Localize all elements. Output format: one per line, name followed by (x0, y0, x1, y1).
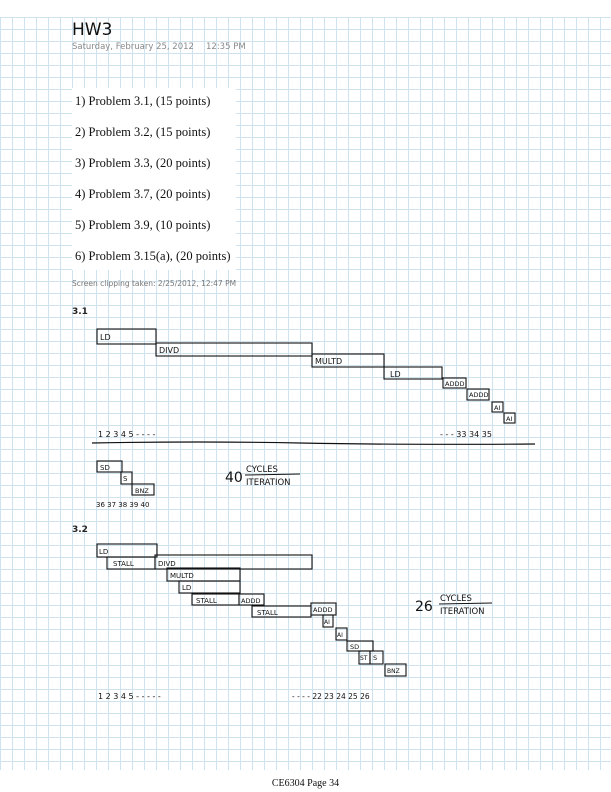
svg-text:AI: AI (506, 415, 512, 423)
svg-text:STALL: STALL (196, 597, 217, 605)
svg-text:ADDD: ADDD (241, 597, 260, 605)
svg-text:SD: SD (100, 464, 110, 472)
stage-box: LD (96, 543, 158, 558)
problem-item: 4) Problem 3.7, (20 points) (75, 187, 211, 201)
svg-text:AI: AI (324, 619, 330, 626)
cycle-axis-left: 1 2 3 4 5 - - - - - (98, 692, 161, 701)
cycles-label: CYCLES (246, 465, 278, 475)
cycles-count: 40 (225, 470, 243, 486)
stage-box: AI (335, 627, 348, 641)
problem-item: 1) Problem 3.1, (15 points) (75, 94, 211, 108)
stage-box: SD (96, 460, 123, 473)
cycle-axis-2: 36 37 38 39 40 (96, 501, 149, 509)
stage-box: AI (503, 412, 516, 424)
svg-text:DIVD: DIVD (159, 346, 179, 355)
diagram-3-1: LD DIVD MULTD LD ADDD ADDD AI AI 1 2 3 4… (91, 328, 536, 509)
svg-text:MULTD: MULTD (170, 572, 194, 580)
svg-text:DIVD: DIVD (158, 560, 176, 568)
stage-box: STALL (106, 556, 156, 570)
page-footer: CE6304 Page 34 (271, 778, 340, 789)
svg-text:AI: AI (494, 404, 500, 412)
svg-text:LD: LD (390, 370, 401, 379)
stage-box: ADDD (466, 388, 490, 401)
problem-item: 2) Problem 3.2, (15 points) (75, 125, 211, 139)
svg-text:ADDD: ADDD (469, 391, 488, 399)
svg-text:ST: ST (360, 655, 368, 662)
stage-box: BNZ (131, 483, 155, 496)
problem-item: 3) Problem 3.3, (20 points) (75, 156, 211, 170)
problem-item: 5) Problem 3.9, (10 points) (75, 218, 211, 232)
page-time: 12:35 PM (206, 42, 246, 52)
svg-text:SD: SD (350, 643, 359, 651)
stage-box: DIVD (154, 554, 313, 570)
page-title: HW3 (72, 20, 113, 40)
stage-box: S (120, 471, 133, 485)
stage-box: ST (358, 650, 371, 665)
section-heading-3-1: 3.1 (72, 307, 88, 317)
iteration-label: ITERATION (246, 478, 291, 488)
svg-text:ADDD: ADDD (445, 380, 464, 388)
svg-text:AI: AI (337, 632, 343, 639)
screen-clipping: 1) Problem 3.1, (15 points) 2) Problem 3… (72, 88, 236, 270)
cycle-axis-left: 1 2 3 4 5 - - - - (98, 430, 155, 439)
page-date: Saturday, February 25, 2012 (72, 42, 194, 52)
cycle-axis-right: - - - 33 34 35 (440, 430, 492, 439)
svg-text:BNZ: BNZ (387, 668, 400, 675)
section-heading-3-2: 3.2 (72, 525, 88, 535)
svg-text:BNZ: BNZ (135, 487, 149, 495)
svg-text:MULTD: MULTD (315, 357, 342, 366)
stage-box: DIVD (155, 342, 313, 357)
stage-box: SD (346, 640, 374, 652)
stage-box: MULTD (311, 353, 385, 368)
iteration-label: ITERATION (440, 607, 485, 617)
stage-box: ADDD (442, 377, 467, 389)
clipping-caption: Screen clipping taken: 2/25/2012, 12:47 … (72, 279, 237, 288)
svg-text:LD: LD (99, 548, 108, 556)
svg-text:ADDD: ADDD (313, 606, 332, 614)
svg-text:LD: LD (182, 584, 191, 592)
stage-box: AI (491, 401, 504, 413)
stage-box: S (369, 650, 384, 665)
stage-box: LD (178, 580, 241, 594)
cycles-count: 26 (415, 599, 433, 615)
svg-text:S: S (123, 475, 128, 483)
stage-box: AI (322, 614, 334, 628)
stage-box: LD (383, 366, 443, 380)
svg-text:S: S (373, 654, 377, 662)
stage-box: STALL (251, 605, 312, 618)
stage-box: ADDD (238, 593, 265, 606)
problem-item: 6) Problem 3.15(a), (20 points) (75, 249, 231, 263)
cycle-axis-right: - - - - 22 23 24 25 26 (292, 692, 370, 701)
stage-box: MULTD (166, 567, 241, 582)
svg-text:STALL: STALL (113, 560, 134, 568)
svg-text:STALL: STALL (257, 609, 278, 617)
cycles-label: CYCLES (440, 594, 472, 604)
divider-line (91, 441, 536, 445)
stage-box: STALL (191, 593, 240, 606)
svg-text:LD: LD (100, 333, 111, 342)
diagram-3-2: LD STALL DIVD MULTD LD STALL ADDD STALL … (96, 543, 493, 701)
stage-box: BNZ (384, 663, 407, 677)
stage-box: ADDD (310, 602, 337, 616)
stage-box: LD (96, 328, 157, 345)
